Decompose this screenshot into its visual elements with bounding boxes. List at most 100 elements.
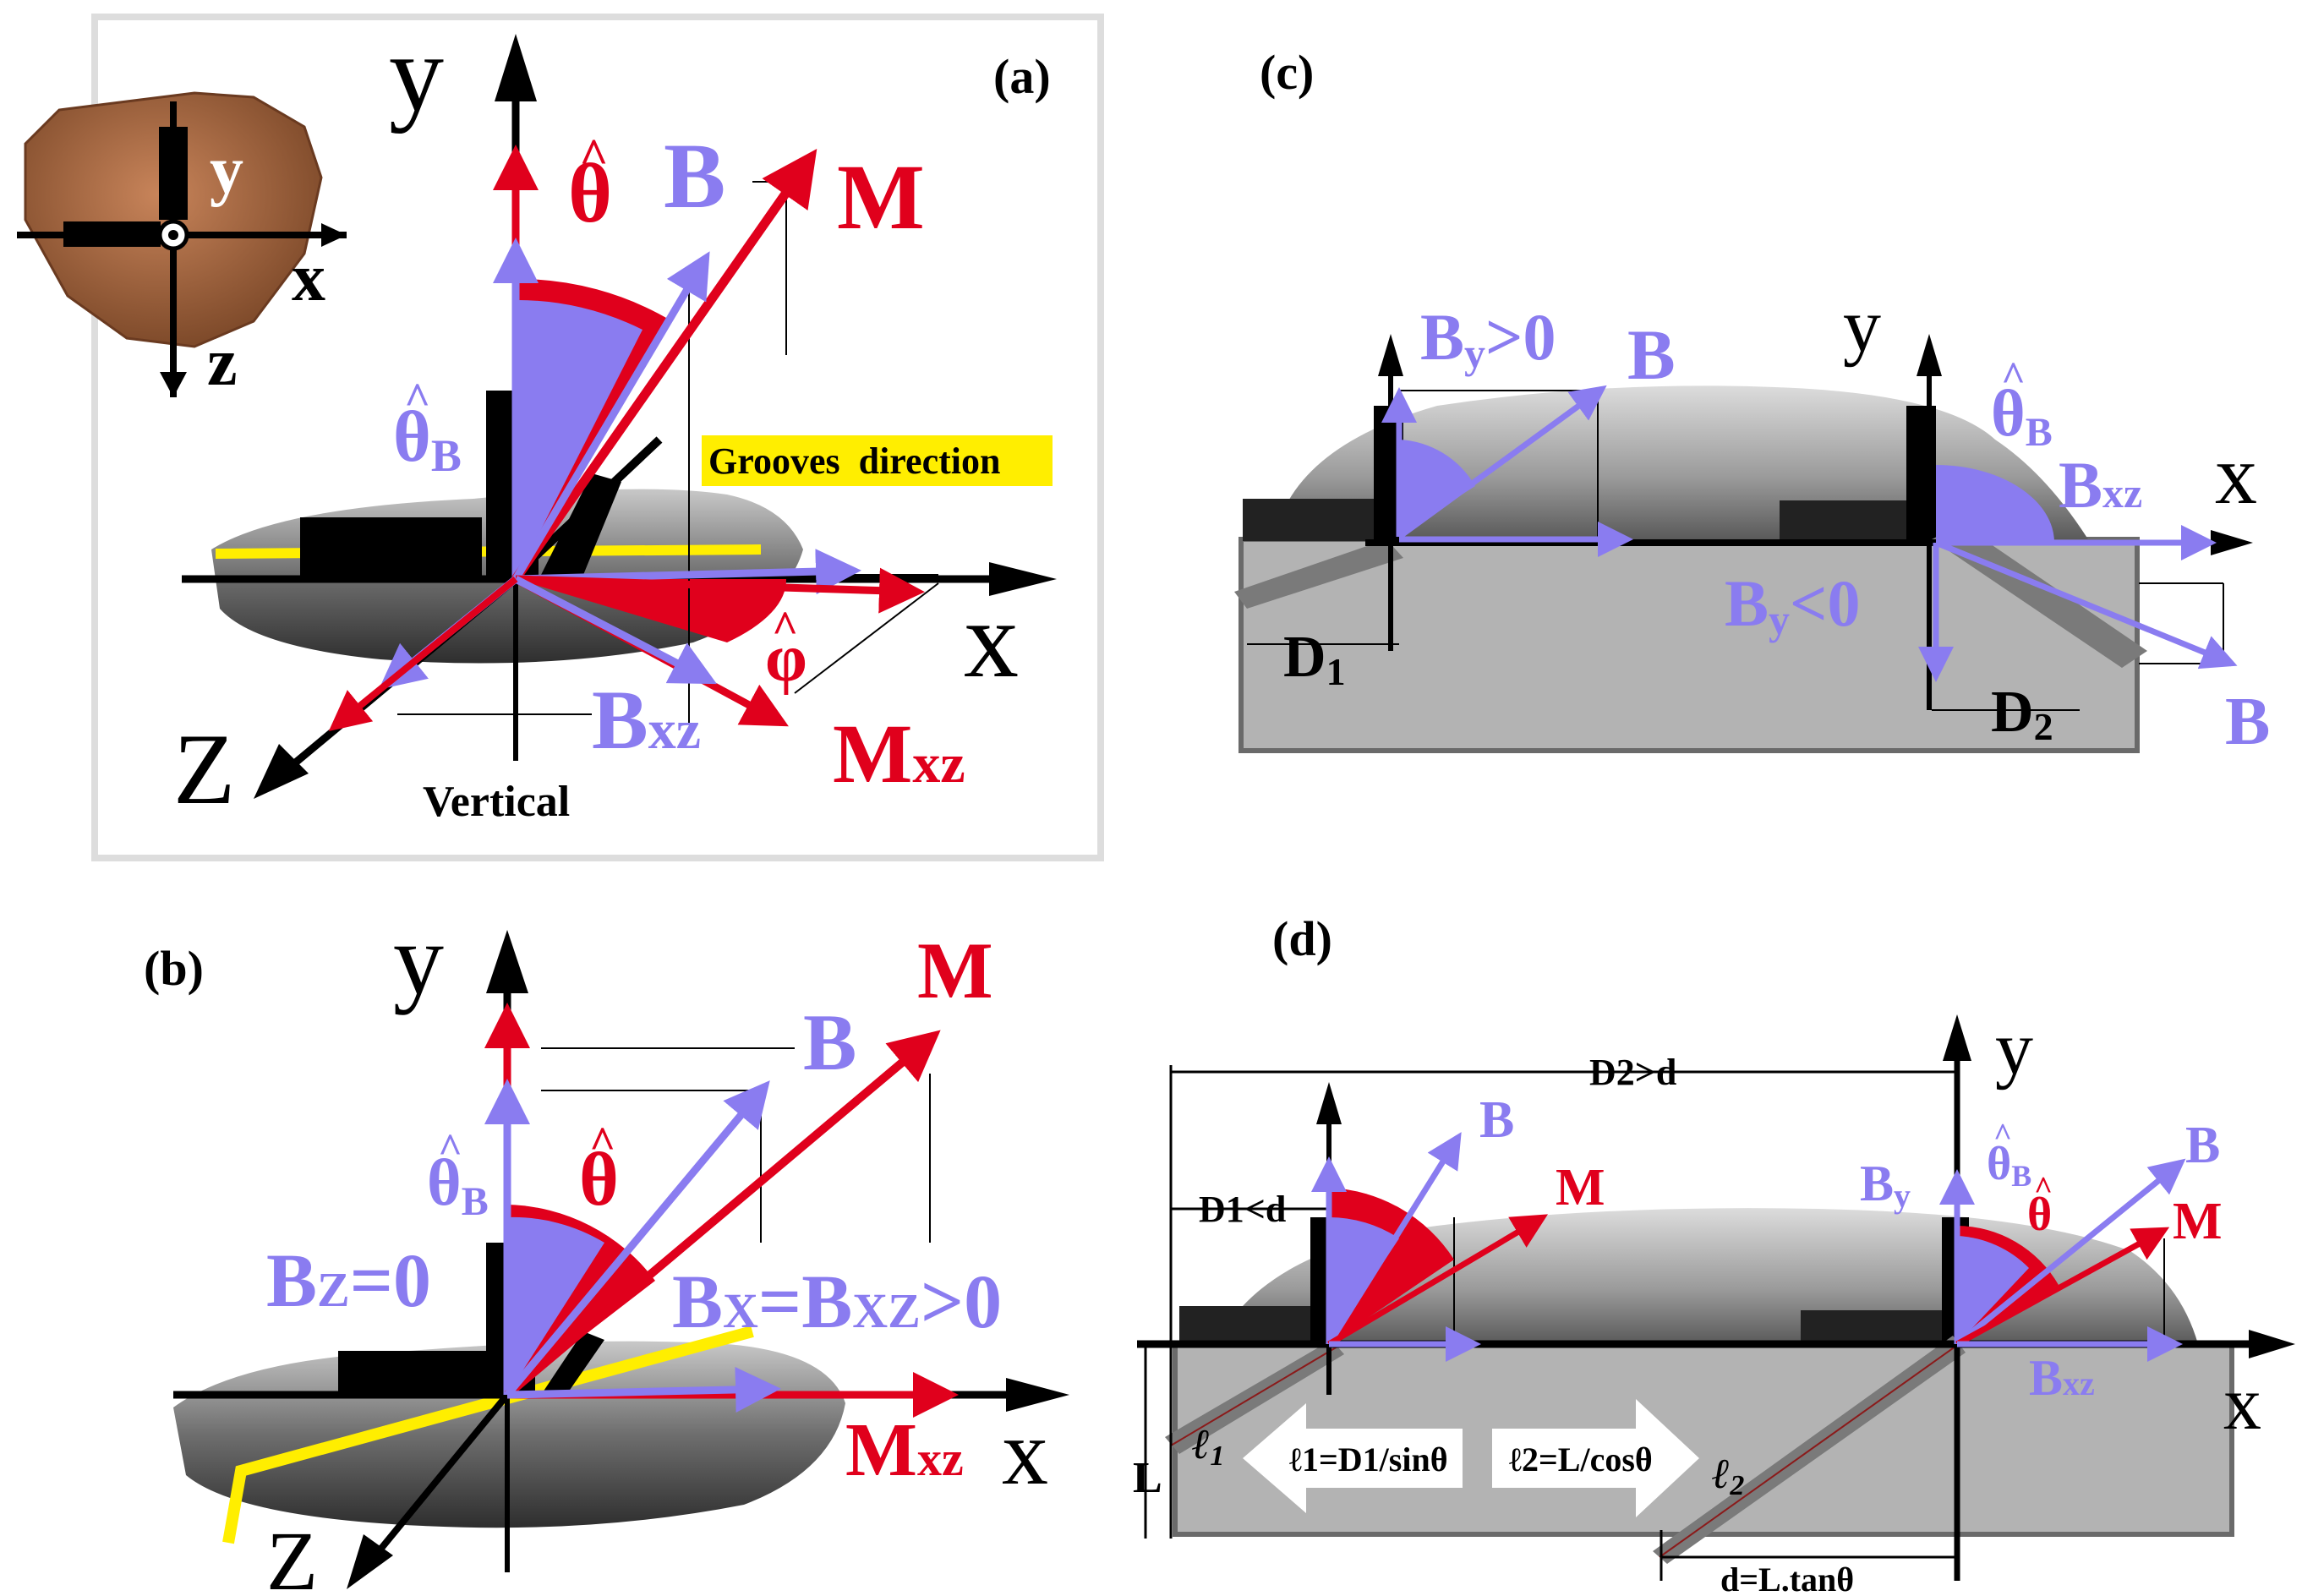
- l1-formula-d: ℓ1=D1/sinθ: [1289, 1440, 1448, 1478]
- By-pos-rest: >0: [1485, 300, 1556, 374]
- d-formula-d: d=L.tanθ: [1720, 1560, 1854, 1596]
- D1-c-main: D: [1283, 625, 1326, 690]
- By-label-d: By: [1860, 1156, 1911, 1215]
- panel-a-label: (a): [993, 49, 1051, 104]
- B-label-b: B: [803, 998, 856, 1087]
- thetaB-c-theta: θ: [1991, 376, 2026, 450]
- panel-a-frame: [91, 14, 1104, 861]
- thetaB-d-sub: B: [2011, 1159, 2031, 1193]
- Bz-b-main: B: [266, 1239, 317, 1323]
- l2-formula-d: ℓ2=L/cosθ: [1509, 1440, 1653, 1478]
- D2-gt-d-label: D2>d: [1589, 1052, 1676, 1093]
- axis-z-label-a: Z: [173, 713, 235, 825]
- axis-z-b: [369, 1392, 511, 1562]
- M-vector-right-d: [1955, 1227, 2170, 1347]
- thetaB-a-theta: θ: [393, 396, 431, 477]
- By-neg-label-c: By<0: [1725, 566, 1860, 643]
- l2-white-arrow: [1492, 1399, 1699, 1517]
- grooves-highlight: [702, 435, 1053, 486]
- Bx-b-rest: >0: [921, 1260, 1002, 1344]
- Mxz-b-main: M: [845, 1408, 917, 1492]
- panel-a: y x z: [17, 13, 1104, 861]
- Bx-label-b: BX=BXZ>0: [672, 1260, 1002, 1344]
- l2-d-sub: 2: [1729, 1470, 1744, 1501]
- B-left-label-c: B: [1627, 315, 1676, 395]
- inset-stone: [17, 91, 347, 397]
- panel-d-label: (d): [1272, 911, 1332, 966]
- Bxz-label-c: Bxz: [2059, 448, 2142, 522]
- B-vector-left-c: [1397, 385, 1607, 539]
- By-pos-sub: y: [1464, 330, 1485, 377]
- D1-lt-d-label: D1<d: [1199, 1189, 1286, 1230]
- thetaB-b-sub: B: [462, 1179, 489, 1224]
- Bxz-d-main: B: [2029, 1350, 2063, 1406]
- By-neg-main: B: [1725, 566, 1769, 640]
- Bx-b-main: B: [672, 1260, 723, 1344]
- Mxz-a-main: M: [833, 707, 912, 801]
- Mxz-label-b: Mxz: [845, 1408, 964, 1492]
- Bxz-c-main: B: [2059, 448, 2102, 522]
- panel-b-label: (b): [144, 941, 204, 996]
- By-pos-main: B: [1420, 300, 1464, 374]
- Bxz-label-a: Bxz: [592, 673, 701, 767]
- inset-x-label: x: [292, 241, 325, 315]
- theta-hat-label-d: θ: [2027, 1189, 2052, 1241]
- l1-d-sub: 1: [1210, 1440, 1224, 1472]
- grooves-label: Grooves direction: [708, 440, 1000, 482]
- axis-x-label-d: x: [2223, 1362, 2261, 1446]
- phi-hat-label-a: φ: [765, 621, 807, 696]
- thetaB-sector-b: [507, 1216, 604, 1395]
- B-vector-left-d: [1326, 1132, 1462, 1346]
- thetaB-sector-right-c: [1936, 465, 2054, 543]
- By-d-sub: y: [1894, 1177, 1911, 1215]
- D2-c-main: D: [1991, 680, 2034, 745]
- M-label-b: M: [917, 926, 993, 1015]
- thetaB-sector-left-c: [1399, 440, 1475, 534]
- By-pos-label-c: By>0: [1420, 300, 1556, 377]
- L-label-d: L: [1133, 1454, 1162, 1502]
- l1-d-main: ℓ: [1192, 1420, 1210, 1468]
- D2-c-sub: 2: [2034, 705, 2053, 748]
- Bxz-d-sub: xz: [2063, 1364, 2095, 1402]
- Bxz-vector-b: [506, 1367, 781, 1413]
- phi-hat-caret-a: ^: [772, 602, 798, 653]
- B-right-label-c: B: [2225, 685, 2270, 759]
- Mxz-label-a: Mxz: [833, 707, 965, 801]
- z-red-vector-a: [328, 576, 518, 732]
- groove-line-b: [222, 1325, 754, 1544]
- phi-sector-a: [516, 579, 787, 642]
- Bz-b-rest: =0: [350, 1239, 431, 1323]
- Bxz-vector-a: [513, 576, 717, 685]
- axis-x-label-c: x: [2215, 428, 2257, 522]
- l2-label-d: ℓ2: [1712, 1450, 1744, 1501]
- slab-left-c: [1234, 539, 1403, 609]
- axis-z-label-b: Z: [266, 1514, 318, 1596]
- inset-y-label: y: [210, 134, 243, 208]
- B-right-label-d: B: [2185, 1117, 2220, 1174]
- M-label-a: M: [837, 145, 925, 249]
- B-vector-right-d: [1955, 1158, 2186, 1347]
- theta-hat-label-b: θ: [579, 1138, 619, 1222]
- B-vector-a: [512, 251, 710, 582]
- Bx-b-sub: X: [723, 1283, 758, 1338]
- inset-z-label: z: [207, 325, 238, 400]
- thetaB-b-theta: θ: [427, 1145, 462, 1219]
- Bxz-a-main: B: [592, 673, 648, 767]
- theta-hat-caret-d: ^: [2034, 1171, 2053, 1206]
- vertical-label-a: Vertical: [423, 778, 570, 826]
- thetaB-caret-b: ^: [438, 1124, 462, 1172]
- Bx-b-mid: =B: [758, 1260, 852, 1344]
- M-left-label-d: M: [1556, 1159, 1605, 1216]
- thetaB-a-sub: B: [431, 430, 462, 481]
- B-left-label-d: B: [1479, 1091, 1514, 1149]
- thetaB-caret-a: ^: [404, 374, 430, 424]
- D1-label-c: D1: [1283, 625, 1346, 693]
- thetaB-label-c: θB: [1991, 376, 2053, 455]
- M-vector-b: [504, 1030, 941, 1398]
- axis-y-label-d: y: [1995, 1007, 2033, 1090]
- By-neg-sub: y: [1769, 596, 1790, 643]
- thetaB-label-d: θB: [1987, 1138, 2031, 1193]
- l2-d-main: ℓ: [1712, 1450, 1730, 1497]
- thetaB-caret-c: ^: [2001, 353, 2026, 400]
